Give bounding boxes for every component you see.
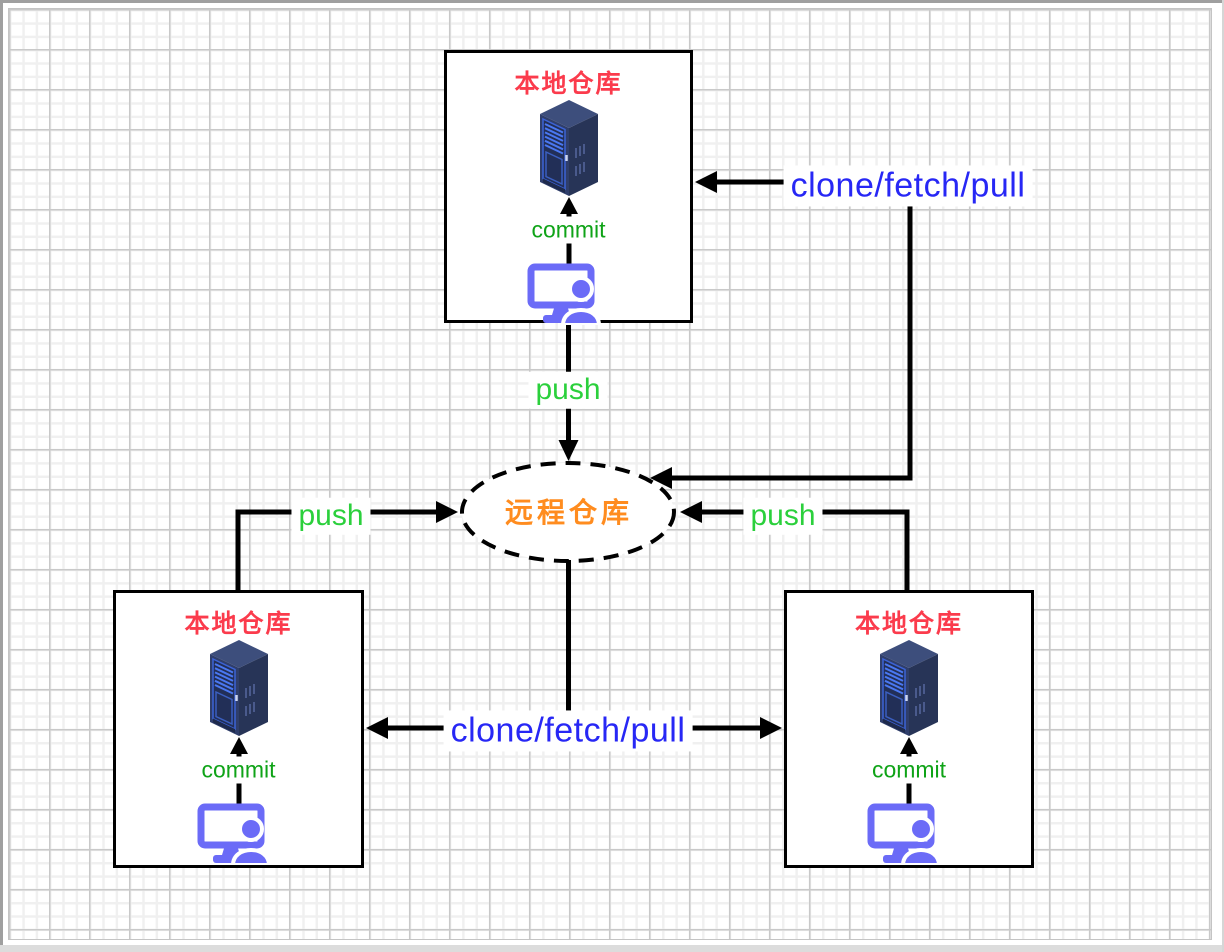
canvas-edge-top — [0, 0, 1224, 3]
push-top-label: push — [528, 371, 608, 409]
workstation-user-icon — [197, 803, 271, 865]
push-right-label: push — [743, 497, 823, 535]
canvas-edge-bottom — [0, 945, 1224, 952]
workstation-user-icon — [527, 263, 601, 325]
local-repo-title: 本地仓库 — [514, 70, 623, 98]
remote-repo-label: 远程仓库 — [504, 496, 634, 528]
push-left-label: push — [291, 497, 371, 535]
commit-arrowhead-icon — [229, 737, 248, 754]
canvas-edge-left — [0, 0, 3, 952]
clone-top-label: clone/fetch/pull — [783, 165, 1033, 207]
server-icon — [539, 100, 598, 196]
commit-arrowhead-icon — [900, 737, 918, 754]
server-icon — [880, 640, 938, 736]
commit-label: commit — [196, 756, 281, 784]
commit-arrowhead-icon — [559, 197, 578, 214]
clone-bottom-label: clone/fetch/pull — [443, 710, 693, 752]
local-repo-box-top: 本地仓库 commit — [444, 50, 693, 325]
commit-label: commit — [866, 756, 952, 784]
server-icon — [209, 640, 268, 736]
local-repo-title: 本地仓库 — [854, 610, 963, 638]
local-repo-box-right: 本地仓库 commit — [784, 590, 1034, 868]
arrow-push-left — [235, 501, 458, 590]
workstation-user-icon — [867, 803, 942, 865]
local-repo-box-left: 本地仓库 commit — [113, 590, 364, 868]
canvas-edge-right — [1222, 0, 1224, 952]
commit-label: commit — [526, 216, 611, 244]
local-repo-title: 本地仓库 — [184, 610, 293, 638]
